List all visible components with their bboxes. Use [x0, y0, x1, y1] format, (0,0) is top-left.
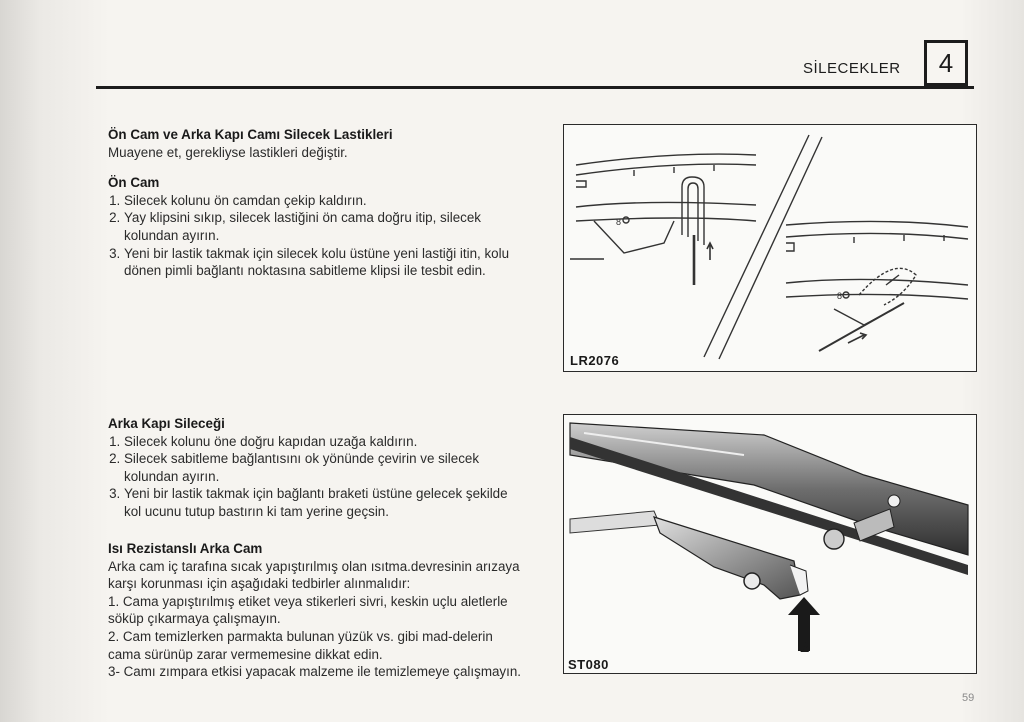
svg-text:8: 8: [616, 217, 621, 227]
list-item: Silecek sabitleme bağlantısını ok yönünd…: [124, 450, 524, 485]
section-title: Isı Rezistanslı Arka Cam: [108, 541, 263, 556]
header-rule: [96, 86, 974, 89]
figure-label: LR2076: [570, 353, 620, 368]
figure-tailgate-wiper: 2 ST080: [563, 414, 977, 674]
list-item: Yay klipsini sıkıp, silecek lastiğini ön…: [124, 209, 524, 244]
chapter-number-box: 4: [924, 40, 968, 86]
chapter-title: SİLECEKLER: [803, 60, 901, 77]
tailgate-wiper-illustration: [569, 422, 969, 651]
list-item: Silecek kolunu öne doğru kapıdan uzağa k…: [124, 433, 524, 451]
svg-text:8: 8: [837, 291, 842, 301]
arrow-number: 2: [800, 637, 810, 656]
page-number: 59: [962, 692, 975, 704]
subheading-front-glass: Ön Cam: [108, 175, 160, 191]
steps-list: Silecek kolunu ön camdan çekip kaldırın.…: [108, 192, 524, 280]
section-tailgate-wiper: Arka Kapı Sileceği Silecek kolunu öne do…: [108, 415, 528, 521]
steps-list: Silecek kolunu öne doğru kapıdan uzağa k…: [108, 433, 524, 521]
list-item: 3- Camı zımpara etkisi yapacak malzeme i…: [108, 664, 522, 680]
section-intro: Muayene et, gerekliyse lastikleri değişt…: [108, 144, 348, 160]
section-intro: Arka cam iç tarafına sıcak yapıştırılmış…: [108, 558, 520, 592]
list-item: Silecek kolunu ön camdan çekip kaldırın.: [124, 192, 524, 210]
section-windscreen: Ön Cam ve Arka Kapı Camı Silecek Lastikl…: [108, 126, 538, 280]
windscreen-wiper-illustration: 8 8: [570, 134, 969, 360]
list-item: 2. Cam temizlerken parmakta bulunan yüzü…: [108, 628, 493, 662]
list-item: Yeni bir lastik takmak için silecek kolu…: [124, 245, 524, 280]
figure-windscreen-wiper: 8 8 LR2076: [563, 124, 977, 372]
section-title: Ön Cam ve Arka Kapı Camı Silecek Lastikl…: [108, 127, 393, 142]
section-title: Arka Kapı Sileceği: [108, 416, 225, 431]
figure-label: ST080: [568, 657, 609, 672]
list-item: 1. Cama yapıştırılmış etiket veya stiker…: [108, 593, 508, 627]
list-item: Yeni bir lastik takmak için bağlantı bra…: [124, 485, 524, 520]
section-heated-rear-glass: Isı Rezistanslı Arka Cam Arka cam iç tar…: [108, 540, 522, 681]
